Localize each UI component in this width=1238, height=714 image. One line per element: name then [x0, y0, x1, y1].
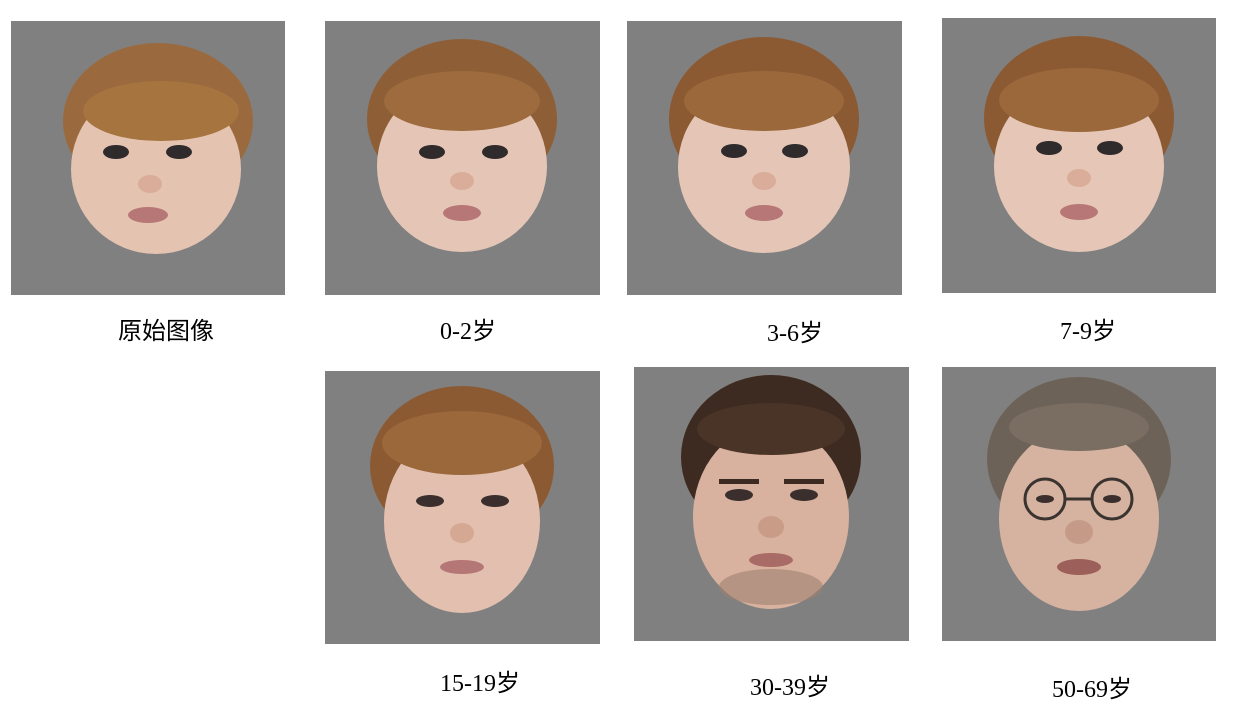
- caption-age-50-69: 50-69岁: [1052, 677, 1132, 703]
- panel-age-50-69: [942, 367, 1216, 641]
- caption-age-15-19: 15-19岁: [440, 671, 520, 697]
- panel-age-7-9: [942, 18, 1216, 293]
- panel-age-15-19: [325, 371, 600, 644]
- panel-age-3-6: [627, 21, 902, 295]
- face-image-age-3-6: [669, 37, 859, 253]
- panel-age-30-39: [634, 367, 909, 641]
- caption-age-30-39: 30-39岁: [750, 675, 830, 701]
- face-image-original: [63, 43, 253, 254]
- caption-original: 原始图像: [118, 319, 214, 345]
- face-image-age-7-9: [984, 36, 1174, 252]
- caption-age-3-6: 3-6岁: [767, 321, 823, 347]
- face-image-age-0-2: [367, 39, 557, 252]
- face-image-age-30-39: [681, 375, 861, 609]
- panel-age-0-2: [325, 21, 600, 295]
- face-image-age-15-19: [370, 386, 554, 613]
- caption-age-0-2: 0-2岁: [440, 319, 496, 345]
- panel-original: [11, 21, 285, 295]
- caption-age-7-9: 7-9岁: [1060, 319, 1116, 345]
- face-image-age-50-69: [987, 377, 1171, 611]
